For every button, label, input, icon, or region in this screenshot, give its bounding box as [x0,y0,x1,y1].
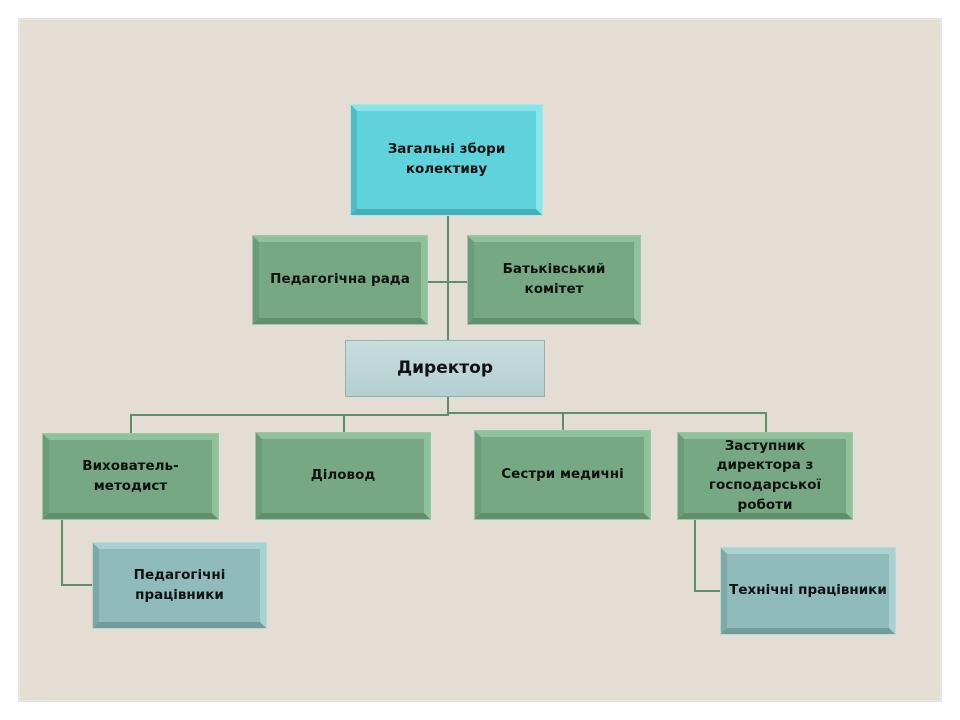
connector-clerk [343,414,345,434]
node-parents-committee: Батьківський комітет [468,236,640,324]
connector-top-vertical [447,214,449,341]
connector-methodist-staff-vertical [61,517,63,585]
node-label: Вихователь-методист [82,457,179,494]
node-label: Директор [397,358,493,379]
connector-methodist [130,414,132,435]
connector-methodist-staff-horizontal [61,584,95,586]
node-technical-staff: Технічні працівники [721,548,895,634]
node-methodist: Вихователь-методист [43,434,218,519]
connector-nurses [562,412,564,432]
connector-left-horizontal [130,414,449,416]
node-director: Директор [345,340,545,397]
connector-deputy-staff-horizontal [694,590,724,592]
node-label: Заступник директора з господарської робо… [708,437,822,513]
connector-councils-horizontal [427,281,472,283]
node-label: Сестри медичні [501,466,624,483]
node-nurses: Сестри медичні [475,431,650,519]
connector-right-horizontal [447,412,767,414]
node-label: Загальні збори колективу [387,141,506,177]
node-pedagogical-staff: Педагогічні працівники [93,543,266,628]
node-label: Педагогічна рада [270,271,410,288]
node-pedagogical-council: Педагогічна рада [253,236,427,324]
node-label: Технічні працівники [729,582,887,599]
node-label: Діловод [310,467,376,484]
node-label: Батьківський комітет [502,261,606,297]
connector-deputy [765,412,767,434]
node-deputy-director: Заступник директора з господарської робо… [678,433,852,519]
node-label: Педагогічні працівники [133,566,226,603]
connector-deputy-staff-vertical [694,517,696,591]
node-general-meeting: Загальні збори колективу [351,105,542,215]
node-clerk: Діловод [256,433,430,519]
connector-director-down [447,396,449,414]
